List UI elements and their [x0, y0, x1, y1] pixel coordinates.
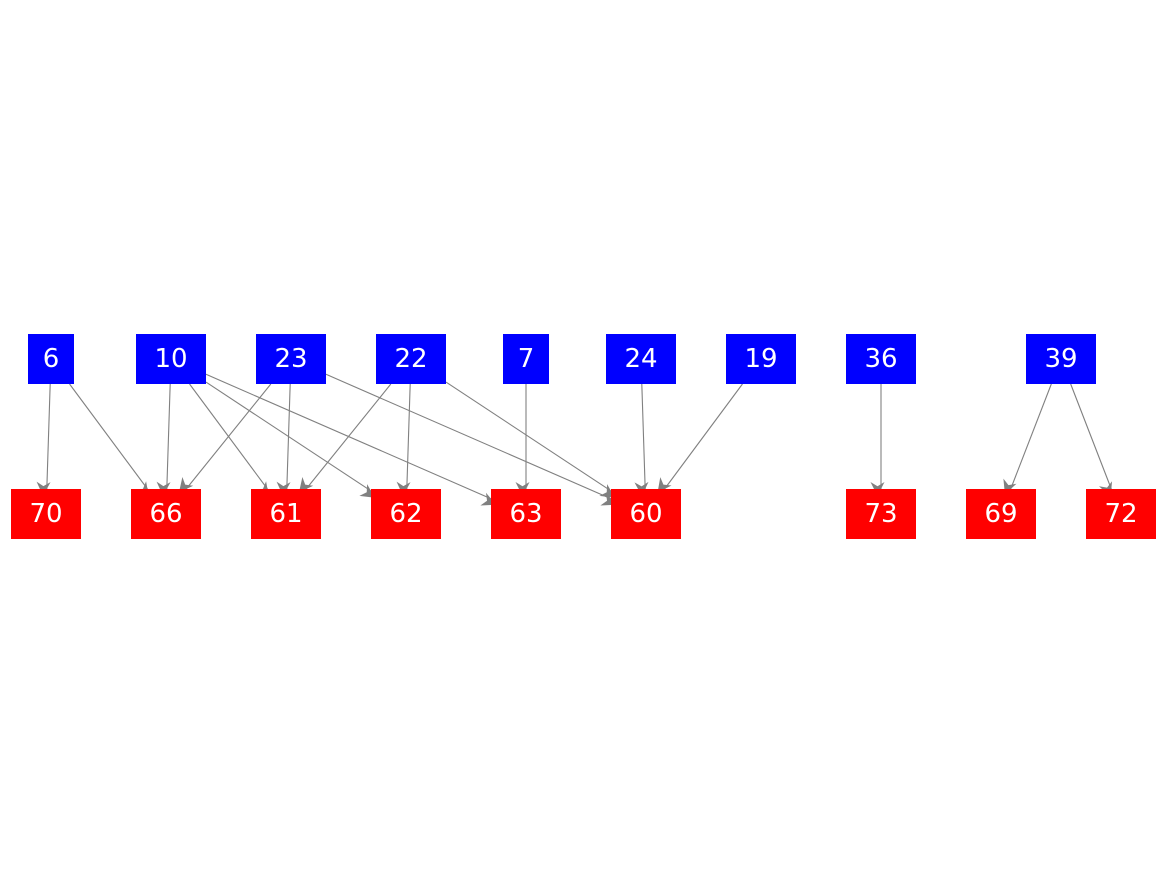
edge-22-to-61: [299, 383, 392, 493]
edge-22-to-62: [396, 383, 411, 496]
target-node-61: 61: [251, 489, 321, 539]
edge-39-to-69: [1003, 383, 1052, 495]
source-node-23: 23: [256, 334, 326, 384]
target-node-69: 69: [966, 489, 1036, 539]
edge-6-to-66: [69, 383, 149, 497]
target-node-70: 70: [11, 489, 81, 539]
target-node-72: 72: [1086, 489, 1156, 539]
source-node-19: 19: [726, 334, 796, 384]
target-node-63: 63: [491, 489, 561, 539]
edge-6-to-70: [36, 383, 51, 496]
source-node-6: 6: [28, 334, 74, 384]
edge-24-to-60: [634, 383, 649, 497]
target-node-73: 73: [846, 489, 916, 539]
target-node-66: 66: [131, 489, 201, 539]
edge-23-to-61: [276, 383, 291, 496]
source-node-39: 39: [1026, 334, 1096, 384]
edge-10-to-66: [156, 383, 171, 496]
source-node-7: 7: [503, 334, 549, 384]
source-node-10: 10: [136, 334, 206, 384]
source-node-36: 36: [846, 334, 916, 384]
source-node-24: 24: [606, 334, 676, 384]
edge-23-to-60: [325, 373, 617, 506]
edge-39-to-72: [1070, 383, 1113, 497]
edge-19-to-60: [657, 383, 743, 493]
source-node-22: 22: [376, 334, 446, 384]
target-node-62: 62: [371, 489, 441, 539]
edge-22-to-60: [445, 381, 615, 498]
edge-23-to-66: [179, 383, 272, 493]
target-node-60: 60: [611, 489, 681, 539]
